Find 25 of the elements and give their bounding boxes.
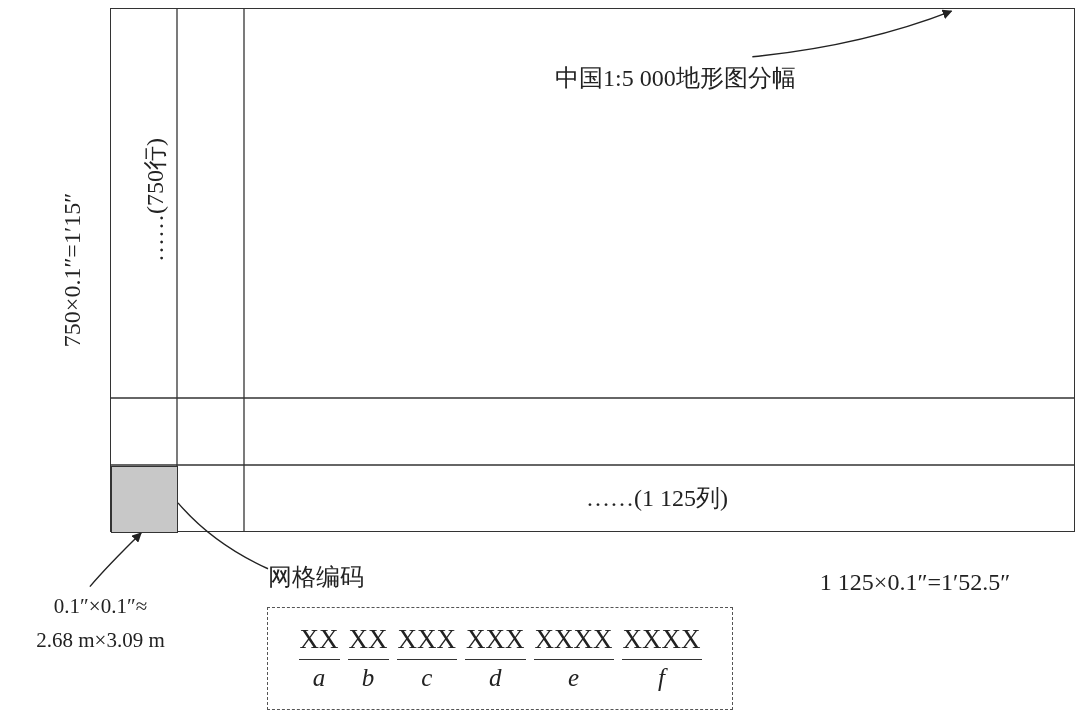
- dimension-label: 750×0.1″=1′15″: [57, 192, 86, 348]
- row-count-label: ……(750行): [140, 138, 169, 262]
- code-digits: XXXX: [533, 625, 614, 661]
- arrow: [751, 9, 953, 58]
- grid-cell: [111, 466, 178, 533]
- code-letter: c: [420, 663, 434, 692]
- code-box: [267, 607, 733, 710]
- caption-text: 网格编码: [268, 563, 364, 592]
- code-digits: XX: [298, 625, 340, 661]
- code-letter: e: [566, 663, 581, 692]
- code-digits: XXX: [396, 625, 457, 661]
- dimension-label: 1 125×0.1″=1′52.5″: [819, 567, 1011, 597]
- leader-line: [177, 502, 269, 570]
- caption-text: 中国1:5 000地形图分幅: [555, 64, 796, 93]
- column-count-label: ……(1 125列): [586, 483, 728, 513]
- code-digits: XXXX: [621, 625, 702, 661]
- code-letter: a: [311, 663, 327, 692]
- code-letter: d: [488, 663, 503, 692]
- code-letter: b: [360, 663, 376, 692]
- caption-text: 0.1″×0.1″≈ 2.68 m×3.09 m: [34, 590, 167, 658]
- code-letter: f: [621, 660, 702, 692]
- arrow: [89, 532, 142, 588]
- map-sheet-frame: [110, 8, 1075, 532]
- code-digits: XXX: [465, 625, 526, 661]
- code-digits: XX: [347, 625, 389, 661]
